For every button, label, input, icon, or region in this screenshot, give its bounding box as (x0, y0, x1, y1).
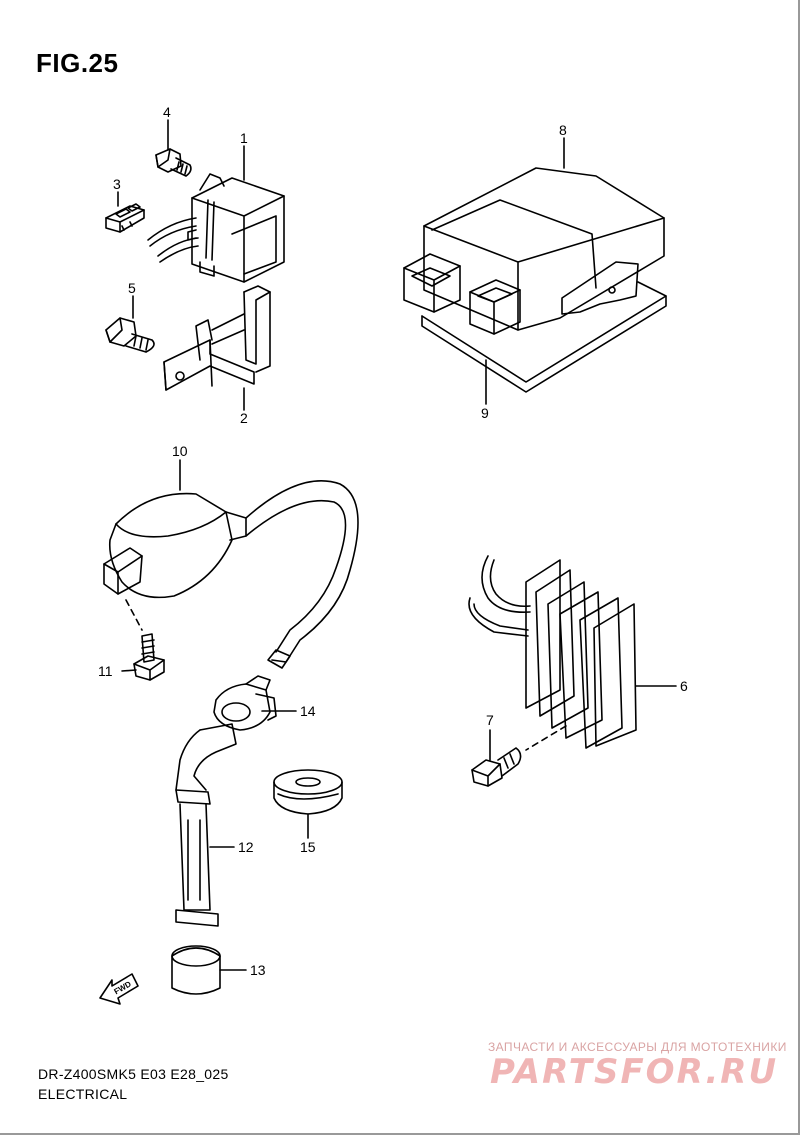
part-12-plug-cap[interactable] (175, 723, 237, 927)
callout-9: 9 (481, 405, 489, 421)
part-1-relay[interactable] (147, 173, 285, 283)
callout-8: 8 (559, 122, 567, 138)
part-7-bolt[interactable] (471, 747, 522, 787)
part-15-grommet[interactable] (273, 769, 343, 815)
callout-12: 12 (238, 839, 254, 855)
part-5-bolt[interactable] (105, 317, 155, 353)
part-2-bracket[interactable] (163, 285, 271, 391)
callout-13: 13 (250, 962, 266, 978)
callout-3: 3 (113, 176, 121, 192)
callout-6: 6 (680, 678, 688, 694)
callout-4: 4 (163, 104, 171, 120)
dash-10-11 (125, 599, 143, 631)
watermark-tagline: ЗАПЧАСТИ И АКСЕССУАРЫ ДЛЯ МОТОТЕХНИКИ (488, 1040, 787, 1054)
dash-6-7 (525, 725, 567, 751)
callout-15: 15 (300, 839, 316, 855)
model-code: DR-Z400SMK5 E03 E28_025 (38, 1066, 229, 1082)
callout-1: 1 (240, 130, 248, 146)
callout-5: 5 (128, 280, 136, 296)
leader-11 (121, 669, 137, 672)
callout-2: 2 (240, 410, 248, 426)
watermark-logo: PARTSFOR.RU (490, 1052, 779, 1092)
part-6-rectifier[interactable] (468, 555, 637, 749)
section-name: ELECTRICAL (38, 1086, 128, 1102)
part-4-bolt[interactable] (155, 148, 192, 177)
part-13-cap[interactable] (171, 945, 221, 995)
part-8-cdi-unit[interactable] (403, 167, 665, 335)
callout-7: 7 (486, 712, 494, 728)
part-10-ignition-coil[interactable] (103, 480, 359, 669)
callout-10: 10 (172, 443, 188, 459)
part-11-bolt[interactable] (133, 633, 165, 681)
part-3-clip[interactable] (105, 203, 145, 233)
figure-title: FIG.25 (36, 48, 119, 78)
part-9-pad[interactable] (421, 281, 667, 393)
part-14-boot-seal[interactable] (213, 675, 277, 731)
callout-11: 11 (98, 663, 113, 679)
callout-14: 14 (300, 703, 316, 719)
fwd-arrow: FWD (99, 973, 139, 1005)
